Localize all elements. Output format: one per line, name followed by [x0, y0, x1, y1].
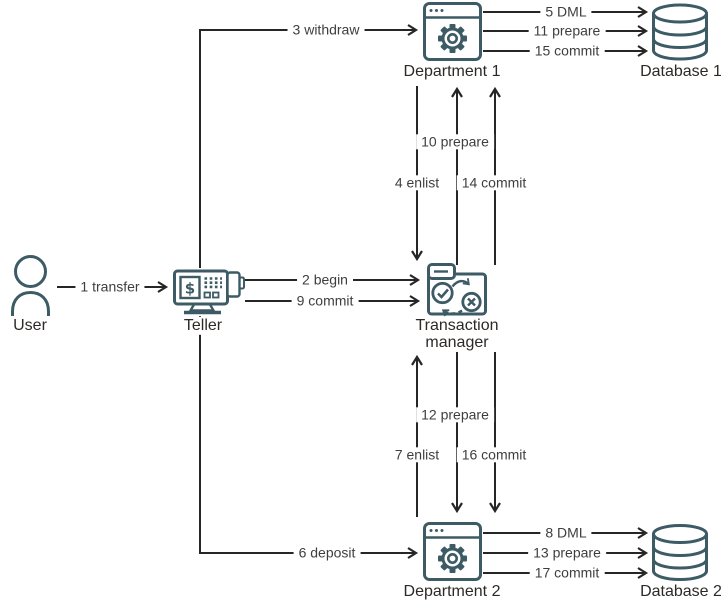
database-2-icon	[652, 524, 708, 581]
edge-label-prepare-db2: 13 prepare	[528, 544, 606, 561]
database-1-icon	[652, 3, 708, 61]
edge-label-enlist-d2: 7 enlist	[389, 446, 445, 463]
edge-label-deposit: 6 deposit	[293, 544, 361, 561]
edge-withdraw-line	[199, 24, 419, 268]
teller-icon: $	[173, 269, 245, 315]
edge-label-commit-teller: 9 commit	[291, 292, 359, 309]
edge-label-transfer: 1 transfer	[75, 278, 145, 295]
node-label-transaction-manager-line2: manager	[423, 333, 491, 353]
edge-label-prepare-d1: 10 prepare	[416, 133, 494, 150]
user-icon	[11, 255, 50, 316]
node-label-department-1: Department 1	[401, 62, 503, 82]
node-label-database-1: Database 1	[638, 62, 721, 82]
edge-label-commit-db2: 17 commit	[529, 564, 605, 581]
edge-label-commit-d2: 16 commit	[456, 446, 532, 463]
dollar-glyph: $	[185, 280, 195, 298]
edge-label-dml-db1: 5 DML	[540, 3, 592, 20]
edge-label-begin: 2 begin	[297, 271, 353, 288]
node-label-user: User	[11, 316, 49, 336]
edge-label-prepare-d2: 12 prepare	[416, 406, 494, 423]
department-2-icon	[423, 522, 482, 581]
department-1-icon	[423, 2, 482, 61]
node-label-transaction-manager-line1: Transaction	[413, 316, 501, 336]
edge-label-prepare-db1: 11 prepare	[528, 22, 606, 39]
edge-label-enlist-d1: 4 enlist	[389, 174, 445, 191]
edge-label-commit-db1: 15 commit	[529, 42, 605, 59]
transaction-manager-icon	[427, 263, 487, 317]
edge-deposit-line	[199, 316, 419, 559]
edge-label-commit-d1: 14 commit	[456, 174, 532, 191]
node-label-teller: Teller	[181, 316, 225, 336]
node-label-department-2: Department 2	[401, 582, 503, 602]
edge-label-withdraw: 3 withdraw	[287, 21, 365, 38]
node-label-database-2: Database 2	[638, 582, 721, 602]
edge-label-dml-db2: 8 DML	[540, 524, 592, 541]
